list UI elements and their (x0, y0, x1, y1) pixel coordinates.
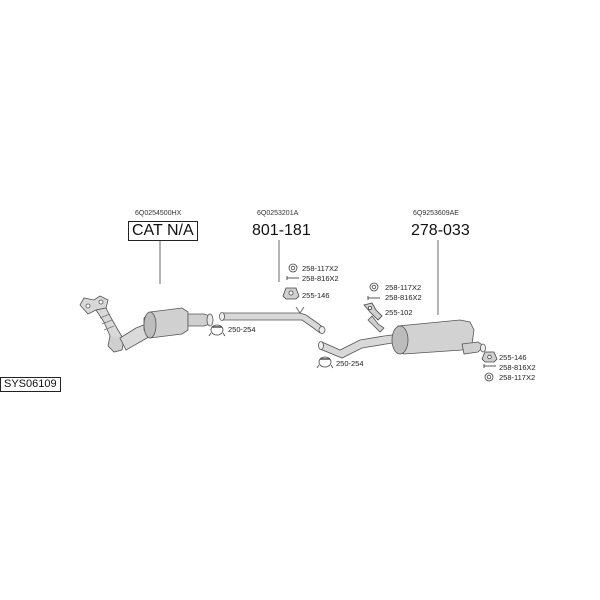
part-number-rear: 278-033 (411, 222, 470, 239)
rear-bolt-icon (367, 296, 380, 300)
tail-hanger-icon (481, 351, 498, 363)
rear-bracket-icon (363, 302, 383, 321)
mid-hanger-icon (282, 287, 300, 300)
tail-bolt-icon (483, 364, 496, 368)
mid-clamp-icon (316, 356, 334, 369)
front-flange-part (79, 295, 125, 353)
rear-ring-icon (369, 282, 379, 292)
tail-bolt-label: 258-816X2 (499, 363, 536, 372)
rear-bolt-label: 258-816X2 (385, 293, 422, 302)
oem-number-rear: 6Q9253609AE (413, 210, 459, 217)
mid-clamp-label: 250-254 (336, 359, 364, 368)
mid-bolt-icon (286, 276, 299, 280)
mid-ring-label: 258-117X2 (302, 264, 339, 273)
tail-hanger-label: 255-146 (499, 353, 527, 362)
mid-hanger-label: 255-146 (302, 291, 330, 300)
part-number-middle: 801-181 (252, 222, 311, 239)
mid-bolt-label: 258-816X2 (302, 274, 339, 283)
front-clamp-icon (208, 324, 226, 337)
tail-ring-icon (484, 372, 494, 382)
front-clamp-label: 250-254 (228, 325, 256, 334)
middle-pipe-part (219, 306, 326, 334)
part-number-cat: CAT N/A (128, 221, 198, 241)
rear-bracket-label: 255-102 (385, 308, 413, 317)
rear-ring-label: 258-117X2 (385, 283, 422, 292)
tail-ring-label: 258-117X2 (499, 373, 536, 382)
oem-number-middle: 6Q0253201A (257, 210, 299, 217)
system-code-label: SYS06109 (0, 377, 61, 392)
mid-ring-icon (288, 263, 298, 273)
catalytic-converter-part (119, 307, 214, 351)
rear-silencer-part (318, 315, 486, 359)
oem-number-cat: 6Q0254500HX (135, 210, 182, 217)
